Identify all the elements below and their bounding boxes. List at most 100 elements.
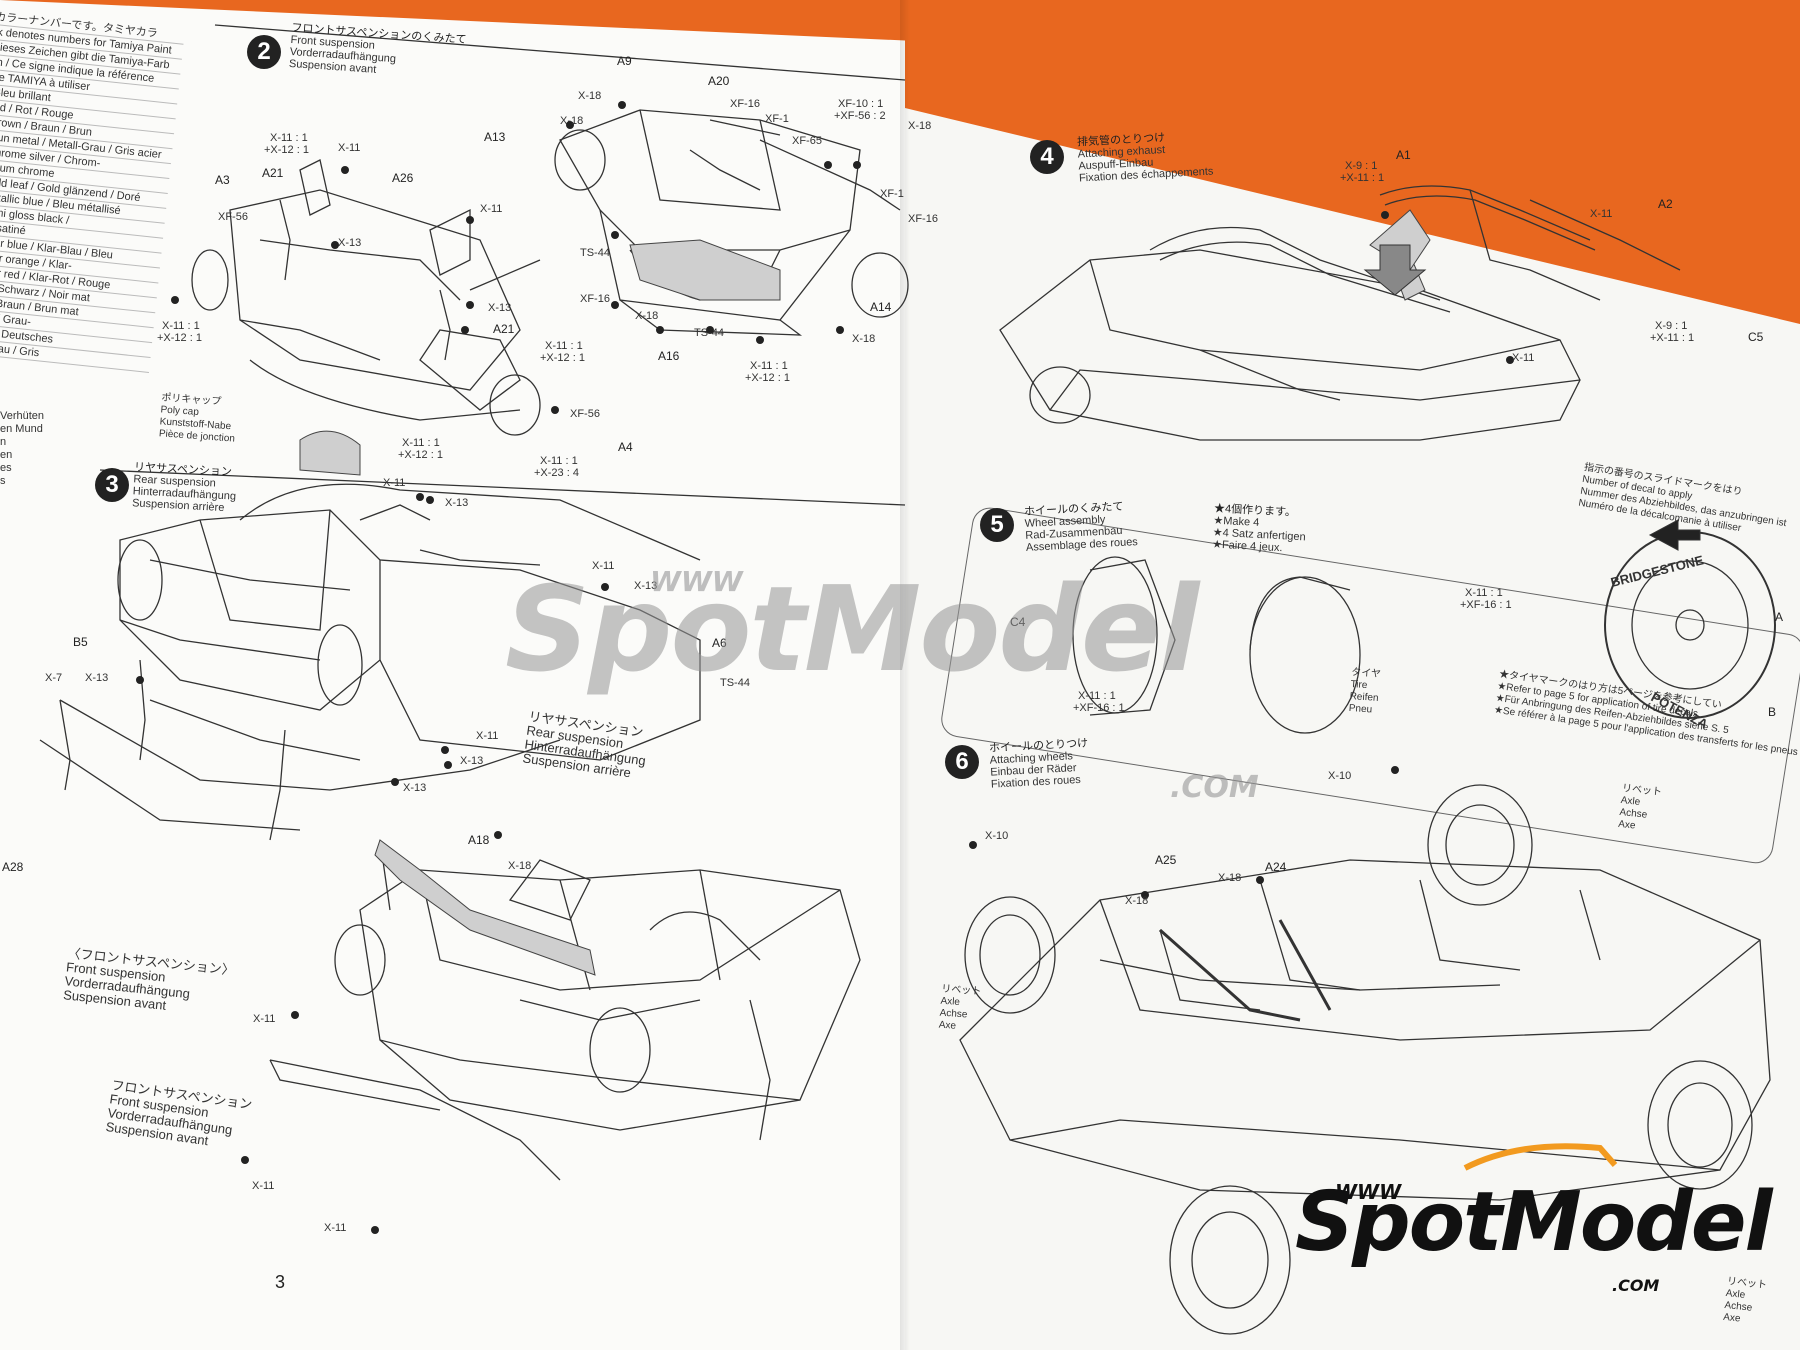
paint-code: X-11 [1590, 208, 1613, 220]
paint-code: X-10 [985, 830, 1009, 842]
paint-code: +XF-16 : 1 [1073, 702, 1125, 714]
paint-code: X-13 [488, 302, 512, 314]
paint-code: +X-11 : 1 [1650, 332, 1695, 344]
paint-code: XF-16 [908, 213, 938, 225]
logo-www: WWW [1335, 1180, 1402, 1204]
step-5-badge: 5 [980, 508, 1014, 542]
warning-line: es [0, 462, 12, 474]
warning-line: s [0, 475, 6, 487]
paint-code: X-11 [480, 203, 503, 215]
paint-code: X-11 [1512, 352, 1535, 364]
paint-code: X-11 : 1 [270, 132, 308, 144]
part-label: A24 [1265, 860, 1287, 874]
paint-code: X-18 [908, 120, 932, 132]
warning-line: Verhüten [0, 410, 45, 422]
part-label: A26 [392, 171, 414, 185]
paint-code: X-11 : 1 [1078, 690, 1116, 702]
part-label: B [1768, 705, 1777, 719]
paint-code: X-11 : 1 [1465, 587, 1503, 599]
step-2-badge: 2 [247, 35, 281, 69]
paint-code: X-10 [1328, 770, 1352, 782]
page-number: 3 [275, 1272, 286, 1292]
warning-line: en [0, 449, 13, 461]
paint-code: +X-12 : 1 [264, 144, 309, 156]
paint-code: XF-1 [765, 113, 789, 125]
paint-code: XF-16 [580, 293, 610, 305]
part-label: A16 [658, 349, 680, 363]
paint-code: X-18 [852, 333, 876, 345]
paint-code: +X-11 : 1 [1340, 172, 1385, 184]
paint-code: X-18 [560, 115, 584, 127]
paint-code: X-11 [252, 1180, 275, 1192]
paint-code: XF-65 [792, 135, 822, 147]
watermark-com: .COM [1170, 770, 1259, 805]
paint-code: X-13 [445, 497, 469, 509]
paint-code: X-18 [1125, 895, 1149, 907]
spotmodel-logo: SpotModel [1295, 1175, 1773, 1270]
paint-code: X-9 : 1 [1655, 320, 1688, 332]
part-label: A28 [2, 860, 24, 874]
page-spine [900, 0, 910, 1350]
paint-code: X-18 [508, 860, 532, 872]
right-page [905, 108, 1800, 1350]
paint-code: +X-12 : 1 [398, 449, 443, 461]
paint-code: X-9 : 1 [1345, 160, 1378, 172]
paint-code: X-18 [578, 90, 602, 102]
paint-code: X-13 [338, 237, 362, 249]
paint-code: XF-10 : 1 [838, 98, 884, 110]
part-label: B5 [73, 635, 88, 649]
part-label: A1 [1396, 148, 1411, 162]
left-page: カラーナンバーです。タミヤカラ rk denotes numbers for T… [0, 0, 905, 1350]
paint-code: X-11 [253, 1013, 276, 1025]
paint-code: TS-44 [720, 677, 750, 689]
paint-code: X-11 [324, 1222, 347, 1234]
paint-code: X-13 [85, 672, 109, 684]
paint-code: X-11 [383, 477, 406, 489]
paint-code: XF-56 [218, 211, 248, 223]
paint-code: X-11 : 1 [402, 437, 440, 449]
part-label: A20 [708, 74, 730, 88]
paint-code: +X-12 : 1 [540, 352, 585, 364]
paint-code: +XF-56 : 2 [834, 110, 886, 122]
part-label: C5 [1748, 330, 1764, 344]
part-label: A18 [468, 833, 490, 847]
paint-code: X-13 [634, 580, 658, 592]
part-label: A3 [215, 173, 230, 187]
paint-code: +XF-16 : 1 [1460, 599, 1512, 611]
step-6-badge: 6 [945, 745, 979, 779]
paint-code: X-13 [403, 782, 427, 794]
watermark-brand: SpotModel [505, 560, 1199, 698]
paint-code: XF-1 [880, 188, 904, 200]
warning-line: en Mund [0, 423, 43, 435]
paint-code: TS-44 [694, 327, 724, 339]
part-label: A25 [1155, 853, 1177, 867]
paint-code: XF-16 [730, 98, 760, 110]
paint-code: X-11 [592, 560, 615, 572]
part-label: A [1775, 610, 1784, 624]
part-label: A14 [870, 300, 892, 314]
paint-code: +X-12 : 1 [157, 332, 202, 344]
warning-text: Verhüten en Mund n en es s [0, 410, 50, 488]
part-label: A21 [493, 322, 515, 336]
paint-code: X-11 [338, 142, 361, 154]
paint-code: X-11 [476, 730, 499, 742]
paint-code: +X-12 : 1 [745, 372, 790, 384]
part-label: A9 [617, 54, 632, 68]
paint-code: X-11 : 1 [540, 455, 578, 467]
part-label: A4 [618, 440, 633, 454]
watermark-www: WWW [650, 565, 743, 598]
paint-code: +X-23 : 4 [534, 467, 579, 479]
paint-code: X-11 : 1 [750, 360, 788, 372]
screw-icons [136, 101, 1514, 1234]
part-label: A21 [262, 166, 284, 180]
warning-line: n [0, 436, 7, 448]
paint-code: X-11 : 1 [545, 340, 583, 352]
part-label: A13 [484, 130, 506, 144]
paint-code: X-11 : 1 [162, 320, 200, 332]
paint-code: X-18 [635, 310, 659, 322]
part-label: C4 [1010, 615, 1026, 629]
paint-code: XF-56 [570, 408, 600, 420]
part-label: A6 [712, 636, 727, 650]
